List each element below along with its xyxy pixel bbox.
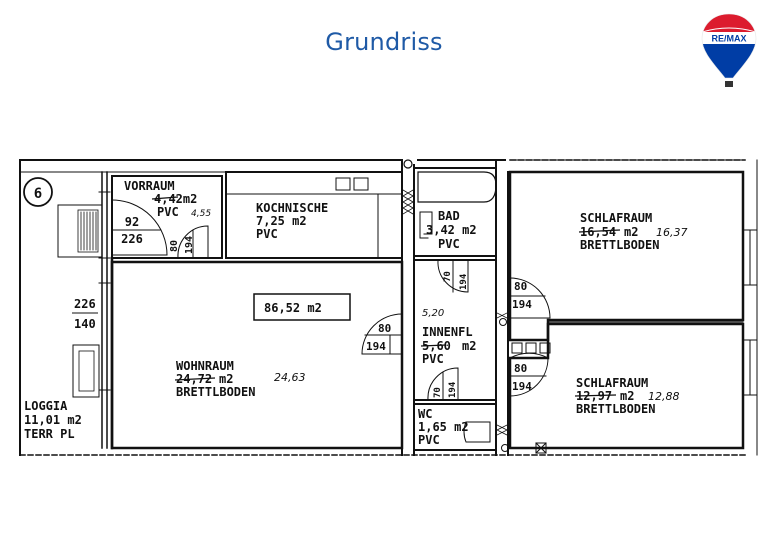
schlafraum2-floor: BRETTLBODEN (576, 402, 655, 416)
entry-door-width: 92 (125, 215, 139, 229)
vorraum-floor: PVC (157, 205, 179, 219)
schlafraum1-door-width: 80 (514, 280, 527, 293)
schlafraum2-door-height: 194 (512, 380, 532, 393)
wc-floor: PVC (418, 433, 440, 447)
wohnraum-floor: BRETTLBODEN (176, 385, 255, 399)
schlafraum1-area-unit: m2 (624, 225, 638, 239)
logo-text: RE/MAX (711, 34, 746, 44)
loggia-window-height: 140 (74, 317, 96, 331)
innenfl-floor: PVC (422, 352, 444, 366)
schlafraum1-floor: BRETTLBODEN (580, 238, 659, 252)
schlafraum1-door-height: 194 (512, 298, 532, 311)
loggia-name: LOGGIA (24, 399, 68, 413)
bad-door-height: 194 (459, 273, 469, 290)
wc-door-width: 70 (433, 387, 443, 398)
innenfl-name: INNENFL (422, 325, 473, 339)
wohnraum-area-corrected: 24,63 (274, 371, 306, 384)
bad-door-width: 70 (443, 271, 453, 282)
wc-name: WC (418, 407, 432, 421)
schlafraum2-area-corrected: 12,88 (648, 390, 680, 403)
vorraum-area: 4,42m2 (154, 192, 197, 206)
schlafraum2-door-width: 80 (514, 362, 527, 375)
loggia-floor: TERR PL (24, 427, 75, 441)
total-area: 86,52 m2 (264, 301, 322, 315)
vorraum-name: VORRAUM (124, 179, 175, 193)
loggia-area: 11,01 m2 (24, 413, 82, 427)
bad-area: 3,42 m2 (426, 223, 477, 237)
schlafraum1-area-corrected: 16,37 (656, 226, 688, 239)
wohnraum-area-unit: m2 (219, 372, 233, 386)
vorraum-area-corrected: 4,55 (191, 209, 211, 219)
innenfl-area-unit: m2 (462, 339, 476, 353)
schlafraum1-name: SCHLAFRAUM (580, 211, 652, 225)
schlafraum1-area: 16,54 (580, 225, 616, 239)
wc-door-height: 194 (448, 381, 458, 398)
page-title: Grundriss (325, 28, 443, 56)
schlafraum2-name: SCHLAFRAUM (576, 376, 648, 390)
vorraum-door-height: 194 (184, 236, 195, 254)
unit-number: 6 (34, 186, 42, 202)
bad-floor: PVC (438, 237, 460, 251)
innenfl-area: 5,60 (422, 339, 451, 353)
vorraum-door-width: 80 (169, 240, 180, 252)
bad-name: BAD (438, 209, 460, 223)
wc-area: 1,65 m2 (418, 420, 469, 434)
loggia-window-width: 226 (74, 297, 96, 311)
kochnische-area: 7,25 m2 (256, 214, 307, 228)
wohnraum-door-width: 80 (378, 322, 391, 335)
wohnraum-door-height: 194 (366, 340, 386, 353)
innenfl-area-corrected: 5,20 (422, 308, 444, 319)
wohnraum-name: WOHNRAUM (176, 359, 234, 373)
schlafraum2-area-unit: m2 (620, 389, 634, 403)
remax-balloon-logo: RE/MAX (701, 13, 757, 87)
entry-door-height: 226 (121, 232, 143, 246)
kochnische-floor: PVC (256, 227, 278, 241)
kochnische-name: KOCHNISCHE (256, 201, 328, 215)
